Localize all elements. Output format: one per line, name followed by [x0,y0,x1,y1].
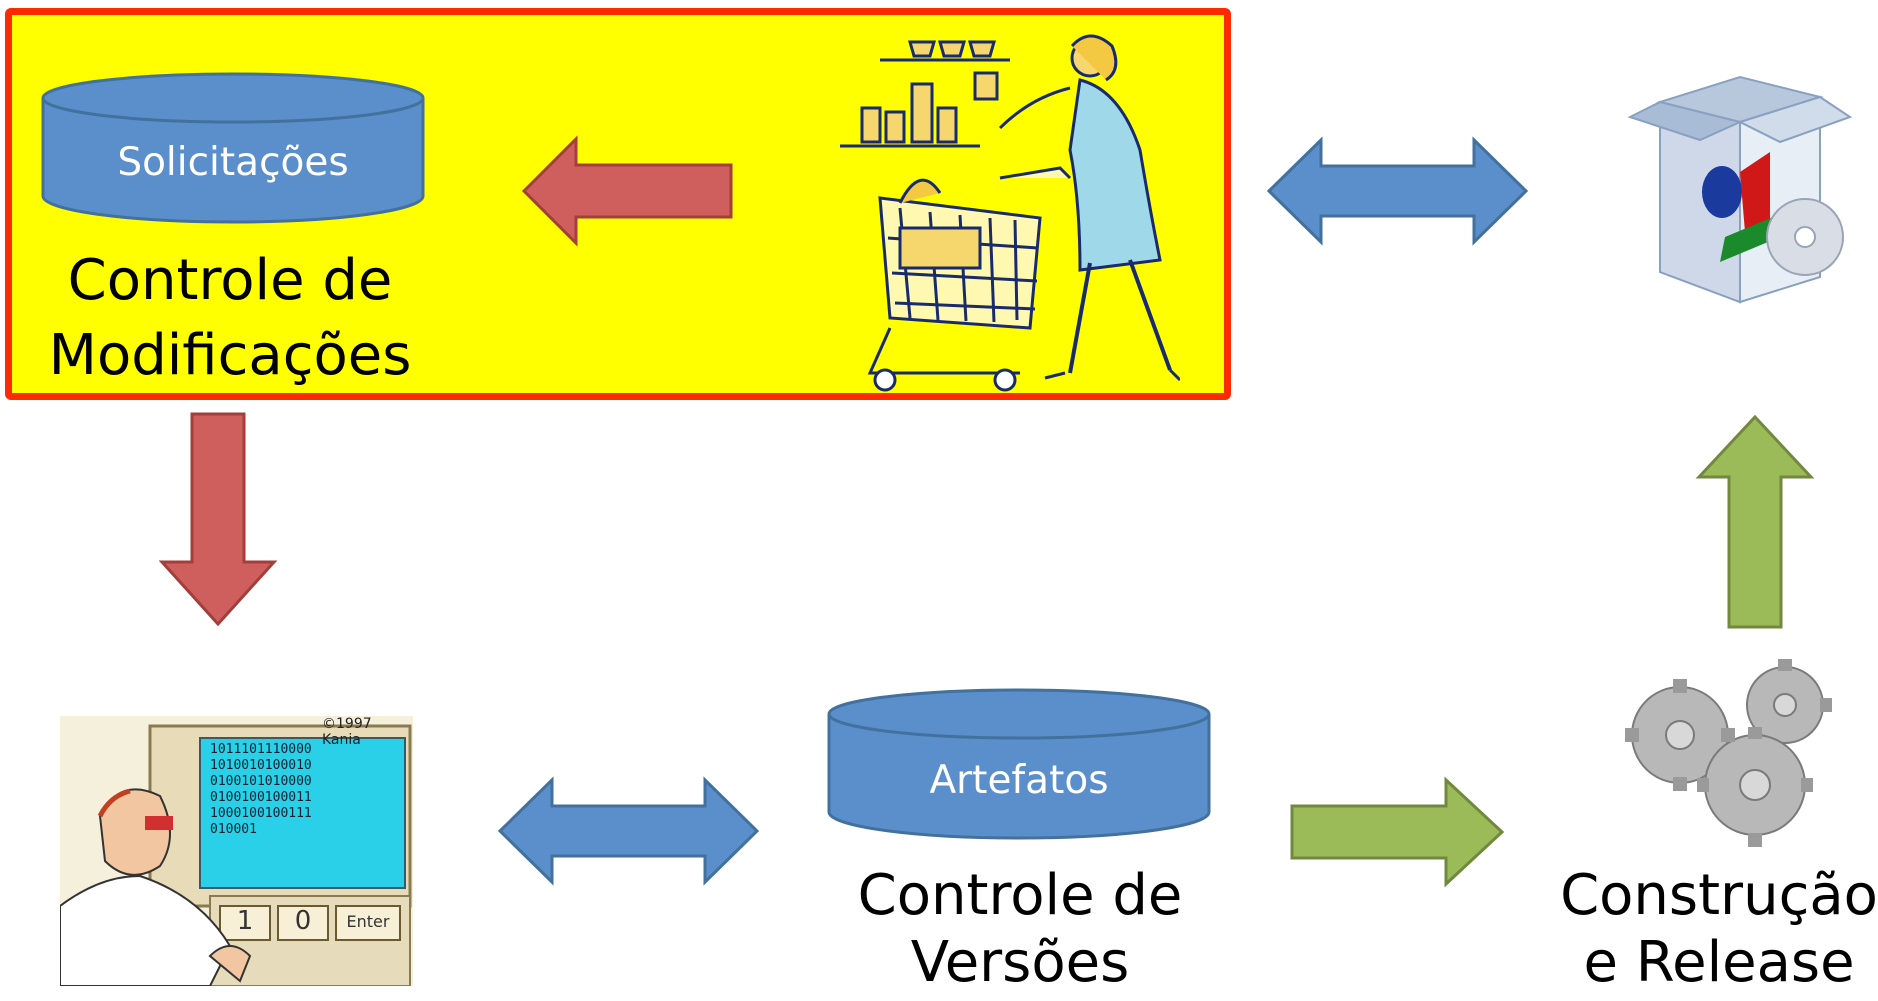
version-control-caption-line1: Controle de [857,863,1183,928]
version-control-caption-line2: Versões [910,930,1130,995]
build-release-caption-line1: Construção [1560,863,1878,928]
change-control-caption-line2: Modificações [48,323,412,388]
solicitacoes-label: Solicitações [117,140,349,185]
red-left-arrow-icon [521,135,733,247]
change-control-caption-line1: Controle de [67,248,393,313]
shopping-cart-woman-icon [840,34,1180,392]
artefatos-database-icon [827,688,1211,840]
developer-computer-icon: ©1997 Kania 1011101110000 1010010100010 … [60,716,413,986]
key-1: 1 [236,906,254,936]
solicitacoes-database-icon [41,72,425,224]
green-up-arrow-icon [1695,414,1815,629]
key-0: 0 [294,906,312,936]
build-release-caption-line2: e Release [1583,930,1855,995]
red-down-arrow-icon [158,412,278,627]
key-enter: Enter [346,912,390,931]
gears-icon [1625,659,1832,847]
artefatos-label: Artefatos [929,758,1109,803]
software-box-icon [1627,75,1853,304]
blue-double-arrow-top-icon [1266,136,1529,246]
blue-double-arrow-bottom-icon [497,776,760,886]
developer-image-credit: ©1997 Kania [322,716,372,748]
developer-screen-binary: 1011101110000 1010010100010 010010101000… [210,742,312,837]
green-right-arrow-icon [1290,776,1505,888]
